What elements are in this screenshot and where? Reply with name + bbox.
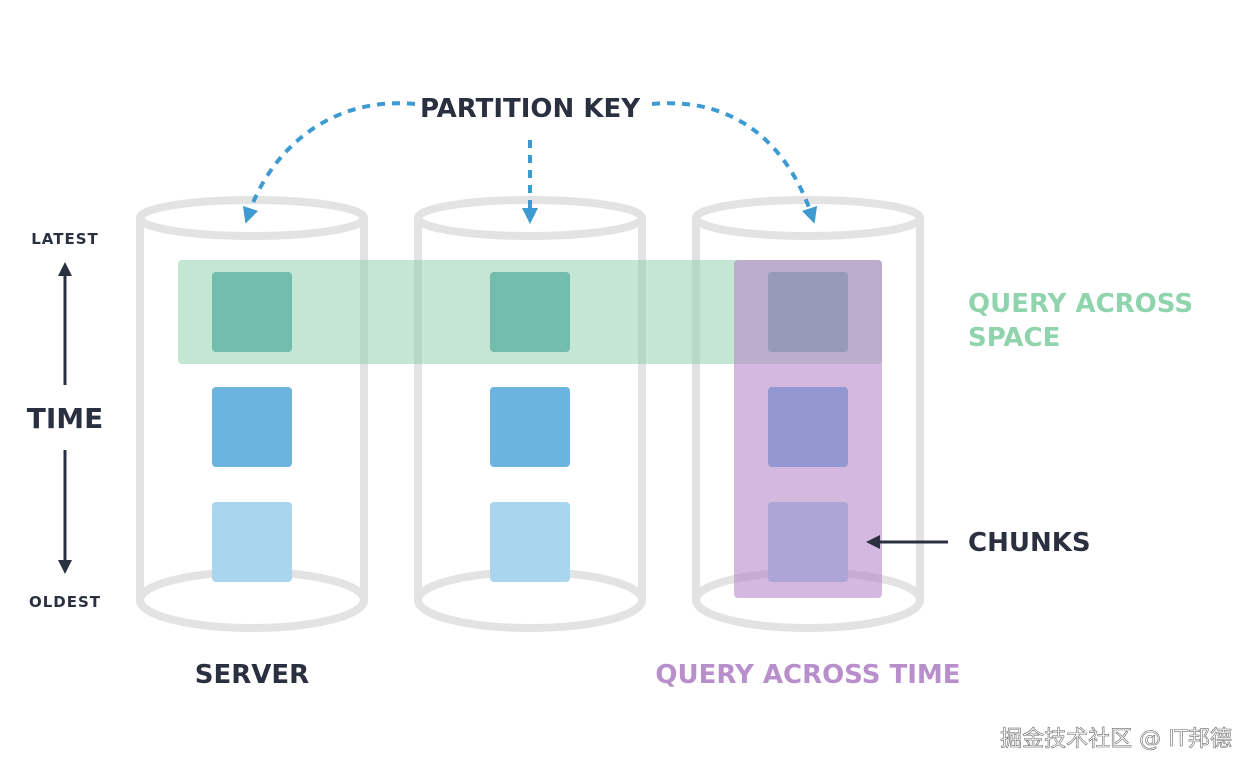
partition-arrow-left bbox=[242, 101, 416, 224]
query-time-band bbox=[734, 260, 882, 598]
chunk-s2-mid bbox=[490, 387, 570, 467]
time-arrow-down-head bbox=[58, 560, 72, 574]
query-time-label: QUERY ACROSS TIME bbox=[655, 660, 960, 690]
partition-key-label: PARTITION KEY bbox=[420, 94, 641, 124]
watermark-label: 掘金技术社区 @ IT邦德 bbox=[1000, 727, 1232, 752]
chunks-label: CHUNKS bbox=[968, 528, 1091, 558]
time-arrow-up-head bbox=[58, 262, 72, 276]
chunk-s1-mid bbox=[212, 387, 292, 467]
server-label: SERVER bbox=[195, 660, 309, 690]
time-label: TIME bbox=[27, 402, 104, 435]
query-space-band bbox=[178, 260, 882, 364]
partition-arrow-right bbox=[651, 101, 818, 224]
latest-label: LATEST bbox=[31, 230, 99, 248]
chunk-s2-old bbox=[490, 502, 570, 582]
query-space-label-line1: QUERY ACROSS bbox=[968, 289, 1193, 319]
chunks-pointer-head bbox=[866, 535, 880, 549]
chunk-s1-old bbox=[212, 502, 292, 582]
oldest-label: OLDEST bbox=[29, 593, 101, 611]
query-space-label-line2: SPACE bbox=[968, 323, 1060, 353]
